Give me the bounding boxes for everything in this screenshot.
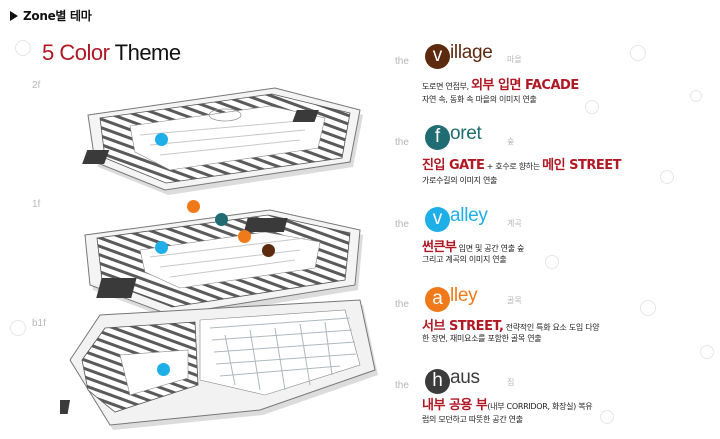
theme-the-label: the [395, 137, 409, 148]
theme-name: illage [450, 42, 493, 63]
decor-icon [545, 255, 559, 269]
line1-highlight: 썬큰부 [422, 240, 457, 255]
alley-marker-2 [238, 230, 251, 243]
theme-korean: 숲 [507, 137, 515, 146]
theme-name: lley [450, 285, 478, 306]
theme-haus: the h aus 집 내부 공용 부(내부 CORRIDOR, 화장실) 복유… [395, 367, 715, 439]
title-highlight: 5 Color [42, 40, 110, 65]
slide-title: 5 Color Theme [42, 40, 181, 66]
theme-korean: 골목 [507, 296, 522, 305]
line1-highlight: 진입 GATE [422, 158, 485, 173]
theme-line1: 서브 STREET, 전략적인 특화 요소 도입 다양 [422, 315, 600, 334]
section-header: Zone별 테마 [10, 7, 92, 24]
theme-line1: 도로면 연접부, 외부 입면 FACADE [422, 74, 579, 93]
theme-initial-badge: v [425, 44, 450, 69]
theme-line2: 가로수길의 이미지 연출 [422, 176, 498, 185]
decor-icon [630, 45, 646, 61]
theme-village: the v illage 마을 도로면 연접부, 외부 입면 FACADE 자연… [395, 42, 715, 114]
theme-valley: the v alley 계곡 썬큰부 입면 및 공간 연출 숲 그리고 계곡의 … [395, 205, 715, 277]
decor-icon [600, 410, 614, 424]
decor-icon [10, 320, 26, 336]
theme-line1: 진입 GATE + 호수로 향하는 메인 STREET [422, 154, 621, 173]
theme-initial-badge: v [425, 207, 450, 232]
theme-korean: 계곡 [507, 219, 522, 228]
theme-line2: 럽의 모던하고 따뜻한 공간 연출 [422, 415, 523, 424]
theme-korean: 집 [507, 378, 515, 387]
section-header-label: Zone별 테마 [23, 9, 92, 23]
theme-line1: 내부 공용 부(내부 CORRIDOR, 화장실) 복유 [422, 394, 593, 413]
line1-highlight-2: 메인 STREET [542, 158, 621, 173]
theme-line2: 자연 속, 동화 속 마을의 이미지 연출 [422, 95, 537, 104]
foret-marker [215, 213, 228, 226]
line1-post: 입면 및 공간 연출 숲 [456, 244, 525, 253]
decor-icon [640, 300, 656, 316]
line1-highlight: 내부 공용 부 [422, 398, 488, 413]
line1-highlight: 서브 STREET, [422, 319, 504, 334]
valley-marker-1f [155, 241, 168, 254]
theme-the-label: the [395, 380, 409, 391]
decor-icon [690, 90, 702, 102]
theme-line2: 한 장면, 재미요소를 포함한 골목 연출 [422, 334, 542, 343]
theme-line2: 그리고 계곡의 이미지 연출 [422, 255, 507, 264]
village-marker [262, 244, 275, 257]
floor-label-b1f: b1f [32, 318, 46, 329]
theme-name: alley [450, 205, 488, 226]
decor-icon [585, 100, 599, 114]
decor-icon [660, 170, 674, 184]
line1-post: + 호수로 향하는 [484, 162, 543, 171]
theme-the-label: the [395, 219, 409, 230]
floor-label-2f: 2f [32, 80, 41, 91]
theme-initial-badge: a [425, 287, 450, 312]
theme-alley: the a lley 골목 서브 STREET, 전략적인 특화 요소 도입 다… [395, 285, 715, 357]
floor-2f-plan [82, 87, 363, 195]
play-triangle-icon [10, 10, 18, 21]
line1-post: (내부 CORRIDOR, 화장실) 복유 [487, 402, 593, 411]
theme-the-label: the [395, 56, 409, 67]
theme-korean: 마을 [507, 55, 522, 64]
line1-highlight: 외부 입면 FACADE [471, 78, 579, 93]
line1-post: 전략적인 특화 요소 도입 다양 [503, 323, 600, 332]
floor-label-1f: 1f [32, 199, 41, 210]
theme-initial-badge: h [425, 369, 450, 394]
line1-pre: 도로면 연접부, [422, 82, 472, 91]
theme-the-label: the [395, 299, 409, 310]
theme-foret: the f oret 숲 진입 GATE + 호수로 향하는 메인 STREET… [395, 123, 715, 195]
alley-marker-1 [187, 200, 200, 213]
valley-marker-b1f [157, 363, 170, 376]
floor-1f-plan [84, 209, 363, 320]
decor-icon [15, 40, 31, 56]
theme-initial-badge: f [425, 125, 450, 150]
valley-marker-2f [155, 133, 168, 146]
decor-icon [700, 345, 714, 359]
theme-name: oret [450, 123, 482, 144]
floor-b1f-plan [60, 299, 378, 430]
floor-plan-diagram [60, 87, 378, 430]
theme-name: aus [450, 367, 480, 388]
title-rest: Theme [114, 40, 181, 65]
theme-line1: 썬큰부 입면 및 공간 연출 숲 [422, 236, 524, 255]
